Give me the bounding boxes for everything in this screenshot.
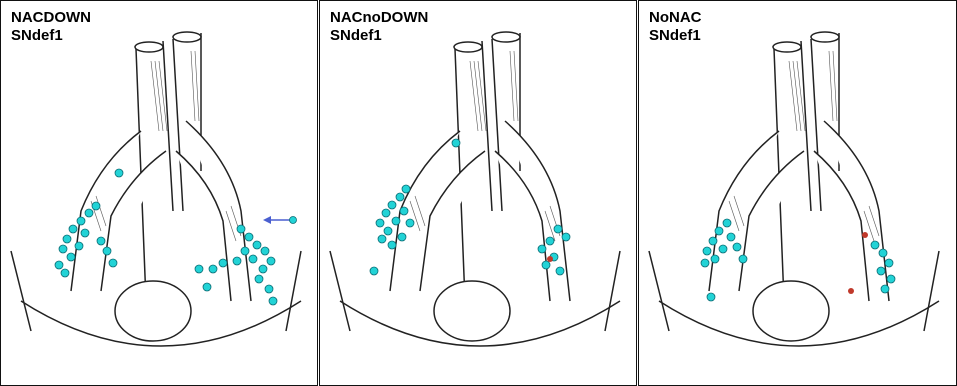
arrow-icon [263,216,297,224]
panel-label: NACDOWN SNdef1 [11,9,91,45]
panel-subtitle: SNdef1 [649,27,702,45]
pelvic-vessel-drawing [320,1,637,386]
panel-title: NACDOWN [11,9,91,27]
panel-label: NoNAC SNdef1 [649,9,702,45]
panel-nacnodown: NACnoDOWN SNdef1 [319,0,637,386]
positive-node-marker [547,256,553,262]
panel-label: NACnoDOWN SNdef1 [330,9,428,45]
panel-title: NoNAC [649,9,702,27]
positive-node-marker [848,288,854,294]
panel-title: NACnoDOWN [330,9,428,27]
panel-nacdown: NACDOWN SNdef1 [0,0,318,386]
positive-node-marker [862,232,868,238]
panel-subtitle: SNdef1 [11,27,91,45]
panel-nonac: NoNAC SNdef1 [638,0,957,386]
pelvic-vessel-drawing [639,1,957,386]
panel-subtitle: SNdef1 [330,27,428,45]
pelvic-vessel-drawing [1,1,318,386]
